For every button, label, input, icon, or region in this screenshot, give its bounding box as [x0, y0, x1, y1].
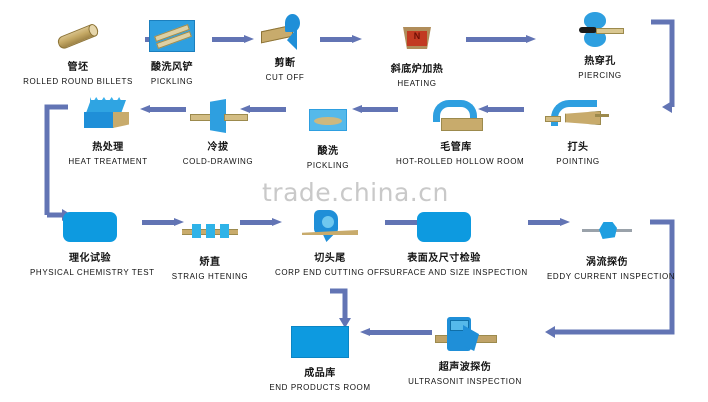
step-label-en: POINTING — [556, 157, 600, 166]
pointing-press-icon — [518, 92, 638, 140]
arrow-colddrawing-to-heat — [140, 105, 186, 114]
step-label-cn: 毛管库 — [440, 142, 472, 153]
step-label-cn: 酸洗风铲 — [151, 62, 193, 73]
hollow-stack-icon — [396, 92, 516, 140]
step-surface-size[interactable]: 表面及尺寸检验 SURFACE AND SIZE INSPECTION — [384, 203, 528, 278]
step-label-cn: 打头 — [567, 142, 589, 153]
arrowhead-into-ultrasonic — [545, 326, 555, 338]
step-label-en: ROLLED ROUND BILLETS — [23, 77, 133, 86]
end-cutter-icon — [270, 203, 390, 251]
step-label-cn: 表面及尺寸检验 — [407, 253, 481, 264]
step-label-en: STRAIG HTENING — [171, 272, 249, 281]
pickling-bath-icon — [268, 96, 388, 144]
step-pickling-1[interactable]: 酸洗风铲 PICKLING — [112, 12, 232, 87]
step-heat-treatment[interactable]: 热处理 HEAT TREATMENT — [48, 92, 168, 167]
ultrasonic-unit-icon — [405, 312, 525, 360]
step-label-cn: 涡流探伤 — [586, 257, 628, 268]
step-label-en: HEAT TREATMENT — [68, 157, 148, 166]
step-label-cn: 冷拔 — [207, 142, 229, 153]
step-label-cn: 管坯 — [67, 62, 89, 73]
arrow-pickling-to-cutoff — [212, 35, 254, 44]
step-piercing[interactable]: 热穿孔 PIERCING — [540, 6, 660, 81]
pickling-tank-icon — [112, 12, 232, 60]
arrow-straightening-to-corp — [240, 218, 282, 227]
step-label-en: PIERCING — [578, 71, 622, 80]
shear-icon — [225, 8, 345, 56]
step-label-en: COLD-DRAWING — [182, 157, 254, 166]
step-eddy-current[interactable]: 涡流探伤 EDDY CURRENT INSPECTION — [547, 207, 676, 282]
step-label-cn: 酸洗 — [317, 146, 339, 157]
draw-die-icon — [158, 92, 278, 140]
step-label-en: PICKLING — [150, 77, 194, 86]
step-heating[interactable]: 斜底炉加热 HEATING — [357, 14, 477, 89]
step-label-cn: 超声波探伤 — [438, 362, 492, 373]
step-label-cn: 理化试验 — [69, 253, 111, 264]
step-physical-chemistry[interactable]: 理化试验 PHYSICAL CHEMISTRY TEST — [30, 203, 155, 278]
step-label-en: HOT-ROLLED HOLLOW ROOM — [396, 157, 525, 166]
step-label-en: CORP END CUTTING OFF — [274, 268, 386, 277]
step-label-cn: 成品库 — [304, 368, 336, 379]
step-label-en: CUT OFF — [265, 73, 305, 82]
step-corp-end-cutting[interactable]: 切头尾 CORP END CUTTING OFF — [270, 203, 390, 278]
straightener-icon — [150, 207, 270, 255]
arrowhead-into-endproducts — [339, 318, 351, 328]
step-label-cn: 热处理 — [92, 142, 124, 153]
arrow-pickling2-to-colddrawing — [240, 105, 286, 114]
arrow-hollow-to-pickling2 — [352, 105, 398, 114]
step-label-en: HEATING — [397, 79, 437, 88]
arrow-cutoff-to-heating — [320, 35, 362, 44]
connector-corp-to-endproducts — [330, 288, 348, 318]
step-label-en: SURFACE AND SIZE INSPECTION — [384, 268, 528, 277]
step-label-en: PICKLING — [306, 161, 350, 170]
step-label-cn: 斜底炉加热 — [390, 64, 444, 75]
connector-eddy-to-ultrasonic — [554, 219, 675, 335]
step-end-products-room[interactable]: 成品库 END PRODUCTS ROOM — [260, 318, 380, 393]
arrow-heating-to-piercing — [466, 35, 536, 44]
step-label-cn: 热穿孔 — [584, 56, 616, 67]
step-rolled-round-billets[interactable]: 管坯 ROLLED ROUND BILLETS — [18, 12, 138, 87]
step-pickling-2[interactable]: 酸洗 PICKLING — [268, 96, 388, 171]
step-label-en: EDDY CURRENT INSPECTION — [547, 272, 676, 281]
step-label-cn: 切头尾 — [314, 253, 346, 264]
step-label-cn: 矫直 — [199, 257, 221, 268]
step-pointing[interactable]: 打头 POINTING — [518, 92, 638, 167]
step-label-en: ULTRASONIT INSPECTION — [408, 377, 522, 386]
piercing-mill-icon — [540, 6, 660, 54]
warehouse-box-icon — [260, 318, 380, 366]
arrowhead-into-pointing — [662, 101, 672, 113]
connector-heat-to-physical — [44, 104, 68, 215]
step-ultrasonic[interactable]: 超声波探伤 ULTRASONIT INSPECTION — [405, 312, 525, 387]
arrow-physical-to-straightening — [142, 218, 184, 227]
step-hot-rolled-hollow[interactable]: 毛管库 HOT-ROLLED HOLLOW ROOM — [396, 92, 525, 167]
arrow-surface-to-eddy — [528, 218, 570, 227]
step-cut-off[interactable]: 剪断 CUT OFF — [225, 8, 345, 83]
eddy-coil-icon — [547, 207, 667, 255]
arrow-pointing-to-hollow — [478, 105, 524, 114]
step-label-en: PHYSICAL CHEMISTRY TEST — [30, 268, 155, 277]
step-straightening[interactable]: 矫直 STRAIG HTENING — [150, 207, 270, 282]
step-cold-drawing[interactable]: 冷拔 COLD-DRAWING — [158, 92, 278, 167]
furnace-icon — [357, 14, 477, 62]
arrow-ultrasonic-to-endproducts — [360, 328, 432, 337]
lab-box-icon — [30, 203, 150, 251]
step-label-en: END PRODUCTS ROOM — [269, 383, 371, 392]
step-label-cn: 剪断 — [274, 58, 296, 69]
connector-piercing-to-pointing — [651, 19, 675, 107]
inspection-box-icon — [384, 203, 504, 251]
furnace-box-icon — [48, 92, 168, 140]
